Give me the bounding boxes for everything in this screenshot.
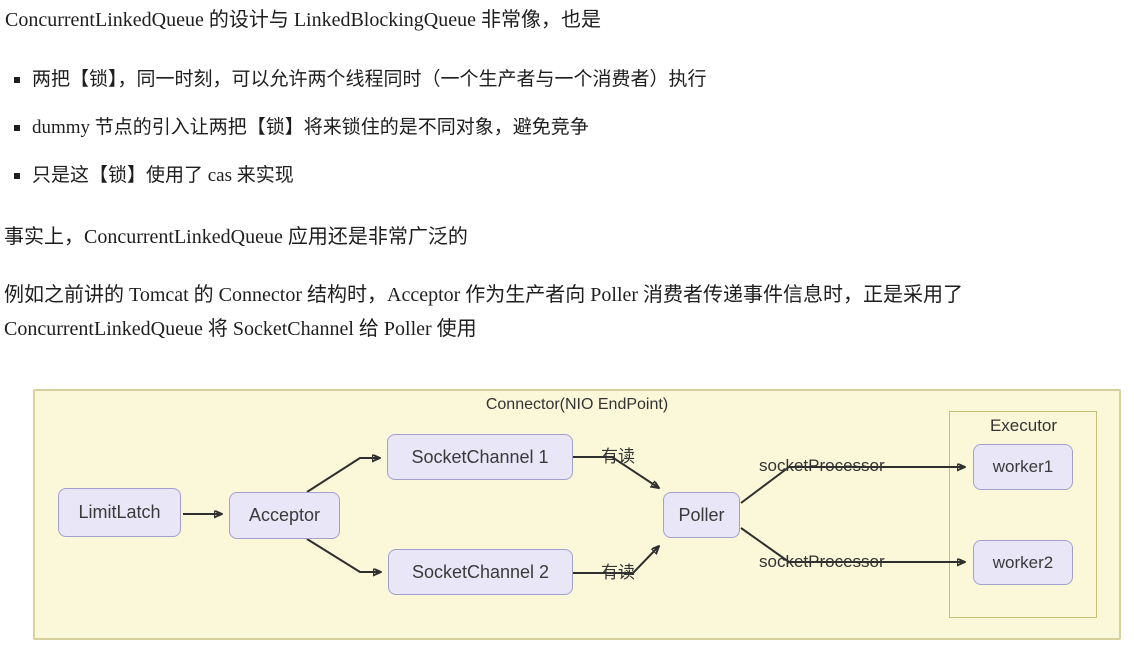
paragraph-example: 例如之前讲的 Tomcat 的 Connector 结构时，Acceptor 作… xyxy=(4,284,964,340)
executor-group-label: Executor xyxy=(989,416,1058,435)
node-limitlatch: LimitLatch xyxy=(58,488,181,537)
bullet-marker xyxy=(14,173,20,179)
node-label: LimitLatch xyxy=(78,502,161,522)
paragraph-usage: 事实上，ConcurrentLinkedQueue 应用还是非常广泛的 xyxy=(4,226,468,248)
node-label: SocketChannel 1 xyxy=(411,446,549,467)
node-poller: Poller xyxy=(663,492,740,538)
node-acceptor: Acceptor xyxy=(229,492,340,539)
node-socketchannel2: SocketChannel 2 xyxy=(388,549,573,595)
bullet-marker xyxy=(14,125,20,131)
diagram-title: Connector(NIO EndPoint) xyxy=(485,396,669,413)
edge-label-read-top: 有读 xyxy=(601,447,635,466)
bullet-text: 两把【锁】，同一时刻，可以允许两个线程同时（一个生产者与一个消费者）执行 xyxy=(32,69,707,90)
node-label: worker2 xyxy=(992,552,1054,572)
bullet-marker xyxy=(14,77,20,83)
node-socketchannel1: SocketChannel 1 xyxy=(387,434,573,480)
edge-label-socketprocessor-top: socketProcessor xyxy=(759,456,885,475)
edge-label-read-bottom: 有读 xyxy=(601,563,635,582)
node-label: Poller xyxy=(678,504,725,525)
executor-group-box xyxy=(949,411,1097,618)
page-title: ConcurrentLinkedQueue 的设计与 LinkedBlockin… xyxy=(5,9,601,31)
bullet-item-3: 只是这【锁】使用了 cas 来实现 xyxy=(14,164,294,188)
node-label: SocketChannel 2 xyxy=(411,561,550,582)
bullet-text: dummy 节点的引入让两把【锁】将来锁住的是不同对象，避免竞争 xyxy=(32,117,589,138)
bullet-item-2: dummy 节点的引入让两把【锁】将来锁住的是不同对象，避免竞争 xyxy=(14,116,589,140)
bullet-text: 只是这【锁】使用了 cas 来实现 xyxy=(32,165,294,186)
bullet-item-1: 两把【锁】，同一时刻，可以允许两个线程同时（一个生产者与一个消费者）执行 xyxy=(14,68,707,92)
edge-label-socketprocessor-bottom: socketProcessor xyxy=(759,552,885,571)
node-label: worker1 xyxy=(992,457,1054,476)
node-worker2: worker2 xyxy=(973,540,1073,585)
node-label: Acceptor xyxy=(248,505,321,525)
node-worker1: worker1 xyxy=(973,444,1073,490)
